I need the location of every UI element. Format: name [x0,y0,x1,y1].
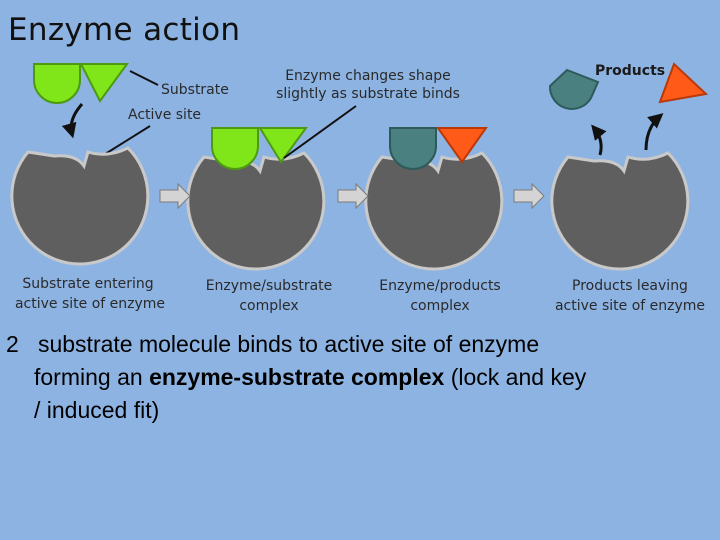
caption-text-line2-end: (lock and key [444,364,587,390]
slide-title: Enzyme action [8,12,241,48]
bound-substrate-triangle [258,127,308,164]
active-site-label: Active site [128,107,201,123]
product-release-arrow-left [591,124,607,156]
stage-2-label-line1: Enzyme/substrate [206,278,333,294]
caption-text-line3: / induced fit) [34,397,160,423]
bound-product-triangle [436,127,488,164]
released-product-semicircle [548,68,600,110]
product-release-arrow-right [644,113,664,151]
stage-4-label-line2: active site of enzyme [555,298,705,314]
stage-3-label-line1: Enzyme/products [379,278,500,294]
substrate-semicircle [33,63,81,104]
stage-2-label-line2: complex [239,298,298,314]
caption-text-line1: substrate molecule binds to active site … [37,331,540,357]
caption: 2 substrate molecule binds to active sit… [6,328,711,427]
substrate-pointer-line [129,70,159,86]
substrate-label: Substrate [161,82,229,98]
stage-3-label-line2: complex [410,298,469,314]
products-label: Products [595,63,665,79]
shape-change-label-line2: slightly as substrate binds [276,86,460,102]
stage-1-substrates [33,63,129,104]
enzyme-3 [364,151,504,271]
stage-4-released-products [548,62,709,110]
active-site-arrow [61,103,84,139]
bound-product-semicircle [389,127,437,170]
bound-substrate-semicircle [211,127,259,170]
stage-arrow-1 [159,182,191,210]
stage-1-label-line2: active site of enzyme [15,296,165,312]
stage-1-label-line1: Substrate entering [22,276,153,292]
shape-change-label-line1: Enzyme changes shape [285,68,451,84]
enzymes [10,146,690,271]
caption-bold-term: enzyme-substrate complex [149,364,445,390]
stage-arrow-2 [337,182,369,210]
stage-3-bound-products [389,127,488,170]
released-product-triangle [658,62,709,104]
caption-number: 2 [6,331,19,357]
block-arrows [159,182,545,210]
active-site-pointer-line [101,125,151,157]
enzyme-diagram: Substrate Active site Enzyme changes sha… [10,62,709,314]
enzyme-2 [186,151,326,271]
substrate-triangle [79,63,129,103]
stage-2-bound-substrates [211,127,308,170]
shape-change-pointer-line [283,105,357,159]
stage-arrow-3 [513,182,545,210]
enzyme-4 [550,151,690,271]
caption-text-line2: forming an [34,364,150,390]
enzyme-1 [10,146,150,266]
stage-4-label-line1: Products leaving [572,278,688,294]
